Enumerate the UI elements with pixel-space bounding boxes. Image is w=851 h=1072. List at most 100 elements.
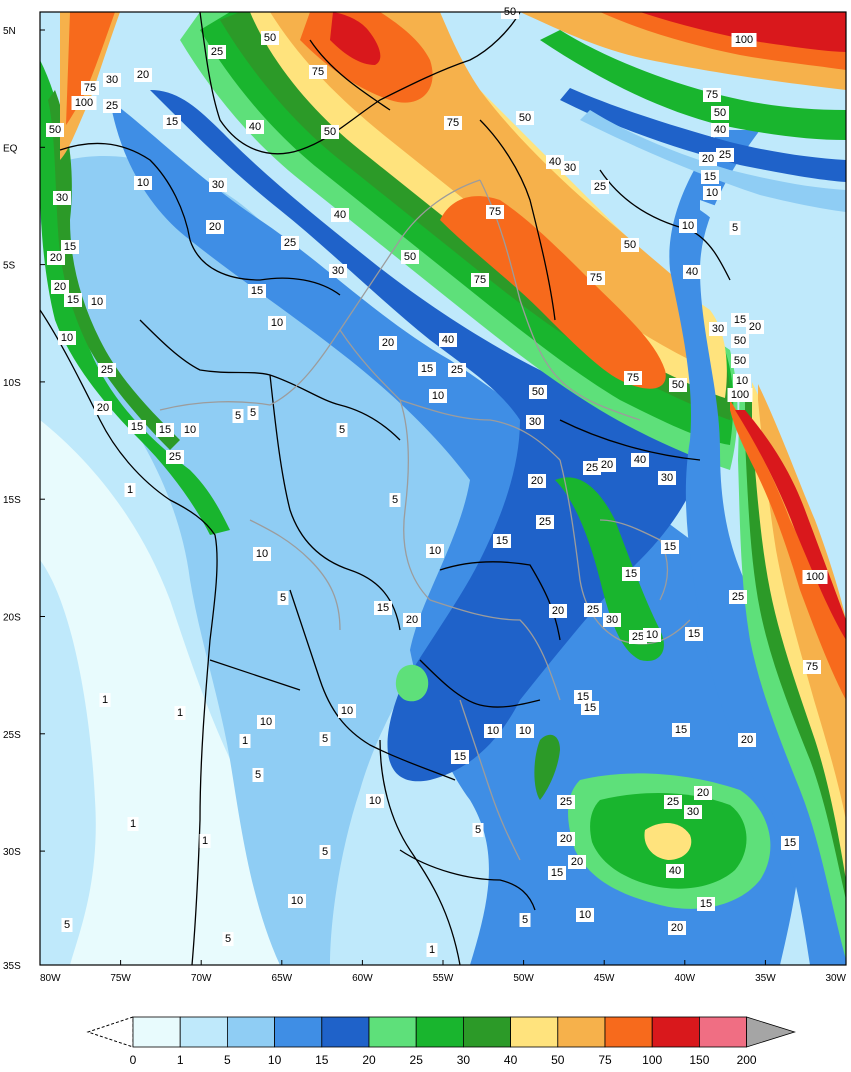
svg-text:20: 20	[137, 69, 149, 81]
svg-text:40: 40	[634, 454, 646, 466]
contour-label: 1	[239, 734, 251, 748]
svg-text:75: 75	[806, 661, 818, 673]
contour-label: 5	[277, 591, 289, 605]
legend-under-arrow	[86, 1016, 134, 1048]
contour-label: 5	[472, 823, 484, 837]
svg-text:75: 75	[590, 272, 602, 284]
parana-green	[534, 734, 560, 800]
contour-label: 10	[288, 894, 306, 908]
svg-text:20: 20	[531, 475, 543, 487]
legend-swatch	[462, 1016, 511, 1048]
contour-label: 75	[309, 65, 327, 79]
band-15-20	[150, 90, 710, 782]
svg-text:40: 40	[686, 266, 698, 278]
legend-swatch	[510, 1016, 559, 1048]
legend-swatch	[604, 1016, 653, 1048]
svg-text:5: 5	[322, 733, 328, 745]
svg-text:30: 30	[56, 192, 68, 204]
contour-label: 75	[444, 116, 462, 130]
legend-label: 100	[642, 1053, 662, 1067]
svg-text:25: 25	[632, 631, 644, 643]
svg-text:50: 50	[404, 251, 416, 263]
contour-label: 15	[731, 313, 749, 327]
contour-label: 10	[679, 219, 697, 233]
svg-text:10: 10	[487, 725, 499, 737]
svg-text:40: 40	[714, 124, 726, 136]
svg-text:75: 75	[489, 206, 501, 218]
contour-label: 15	[622, 567, 640, 581]
contour-label: 15	[418, 362, 436, 376]
contour-label: 30	[684, 805, 702, 819]
svg-text:20: 20	[671, 922, 683, 934]
svg-text:25: 25	[539, 516, 551, 528]
lat-tick-label: 20S	[3, 613, 21, 624]
contour-label: 75	[81, 81, 99, 95]
contour-label: 25	[281, 236, 299, 250]
svg-text:15: 15	[166, 116, 178, 128]
lon-tick-label: 65W	[272, 973, 293, 984]
contour-label: 100	[802, 570, 828, 584]
svg-text:20: 20	[406, 614, 418, 626]
contour-label: 50	[669, 378, 687, 392]
svg-text:5: 5	[235, 410, 241, 422]
contour-label: 20	[598, 458, 616, 472]
contour-label: 25	[98, 363, 116, 377]
legend-label: 1	[177, 1053, 184, 1067]
svg-text:50: 50	[264, 32, 276, 44]
contour-label: 10	[516, 724, 534, 738]
svg-text:20: 20	[560, 833, 572, 845]
svg-text:15: 15	[67, 294, 79, 306]
svg-text:40: 40	[549, 156, 561, 168]
legend-swatch	[274, 1016, 323, 1048]
contour-label: 40	[666, 864, 684, 878]
contour-label: 15	[661, 540, 679, 554]
contour-label: 5	[319, 845, 331, 859]
contour-label: 15	[64, 293, 82, 307]
svg-text:1: 1	[130, 818, 136, 830]
contour-label: 5	[247, 406, 259, 420]
svg-text:50: 50	[672, 379, 684, 391]
contour-label: 25	[716, 148, 734, 162]
lat-tick-label: 30S	[3, 847, 21, 858]
contour-label: 10	[733, 374, 751, 388]
band-0-1	[40, 420, 280, 965]
svg-text:1: 1	[177, 707, 183, 719]
contour-label: 5	[389, 493, 401, 507]
svg-text:5: 5	[475, 824, 481, 836]
svg-text:10: 10	[91, 296, 103, 308]
atlantic-north-lightest	[700, 200, 846, 400]
country-borders	[40, 12, 731, 965]
svg-text:10: 10	[271, 317, 283, 329]
atlantic-north-light	[580, 110, 846, 212]
contour-label: 5	[319, 732, 331, 746]
contour-label: 40	[439, 333, 457, 347]
svg-text:30: 30	[212, 179, 224, 191]
contour-label: 15	[781, 836, 799, 850]
contour-label: 25	[536, 515, 554, 529]
contour-label: 15	[374, 601, 392, 615]
svg-text:25: 25	[719, 149, 731, 161]
lat-tick-label: EQ	[3, 143, 18, 154]
contour-label: 20	[738, 733, 756, 747]
lon-tick-label: 45W	[594, 973, 615, 984]
contour-label: 15	[701, 170, 719, 184]
svg-text:20: 20	[702, 153, 714, 165]
svg-text:15: 15	[496, 535, 508, 547]
contour-label: 50	[261, 31, 279, 45]
svg-text:40: 40	[669, 865, 681, 877]
contour-label: 15	[581, 701, 599, 715]
contour-label: 10	[338, 704, 356, 718]
svg-text:25: 25	[451, 364, 463, 376]
svg-text:20: 20	[54, 281, 66, 293]
contour-label: 100	[71, 96, 97, 110]
contour-label: 15	[685, 627, 703, 641]
lat-tick-label: 15S	[3, 495, 21, 506]
legend-label: 150	[689, 1053, 709, 1067]
contour-label: 25	[166, 450, 184, 464]
svg-text:15: 15	[551, 867, 563, 879]
svg-text:15: 15	[131, 421, 143, 433]
contour-label: 10	[253, 547, 271, 561]
